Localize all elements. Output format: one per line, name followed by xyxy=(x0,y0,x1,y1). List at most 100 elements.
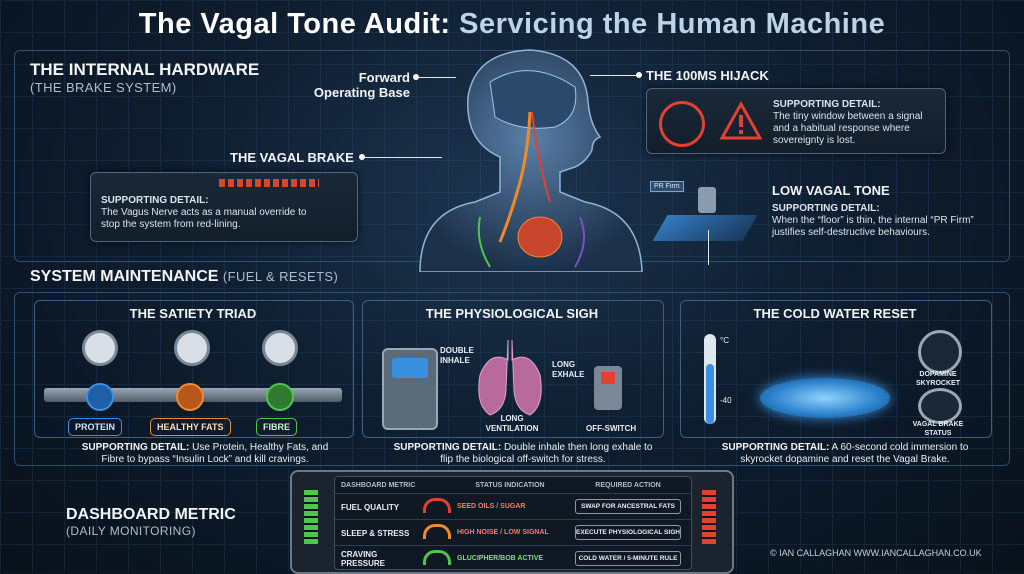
satiety-card xyxy=(34,300,354,438)
double-inhale-label: DOUBLE INHALE xyxy=(440,346,474,365)
callout-hijack: THE 100MS HIJACK xyxy=(646,68,769,83)
device-screen xyxy=(392,358,428,378)
row-action-button[interactable]: SWAP FOR ANCESTRAL FATS xyxy=(575,499,681,514)
row-action-button[interactable]: COLD WATER / 5-MINUTE RULE xyxy=(575,551,681,566)
page-title: The Vagal Tone Audit: Servicing the Huma… xyxy=(0,8,1024,41)
satiety-detail-text: Use Protein, Healthy Fats, and Fibre to … xyxy=(101,442,329,465)
heart-shape xyxy=(517,216,563,258)
brake-status-label: VAGAL BRAKE STATUS xyxy=(912,421,964,437)
redline-gauge xyxy=(219,179,319,187)
healthy-fats-badge: HEALTHY FATS xyxy=(150,418,231,436)
cold-detail: SUPPORTING DETAIL: A 60-second cold imme… xyxy=(705,442,985,466)
hijack-panel: SUPPORTING DETAIL: The tiny window betwe… xyxy=(646,88,946,154)
brake-gauge-icon xyxy=(918,388,962,424)
brain-shape xyxy=(489,70,577,129)
dopamine-label: DOPAMINE SKYROCKET xyxy=(916,371,960,387)
thermometer-fill xyxy=(706,364,714,424)
right-level-meter xyxy=(702,490,716,544)
robot-icon xyxy=(698,187,716,213)
maintenance-frame xyxy=(14,292,1010,466)
credit-text: © IAN CALLAGHAN WWW.IANCALLAGHAN.CO.UK xyxy=(770,548,982,558)
lungs-icon xyxy=(478,339,542,416)
table-row: SLEEP & STRESS HIGH NOISE / LOW SIGNAL E… xyxy=(335,519,691,546)
satiety-detail-label: SUPPORTING DETAIL: xyxy=(81,442,190,453)
dashboard-subheading: (DAILY MONITORING) xyxy=(66,524,196,538)
flame-icon xyxy=(176,383,204,411)
callout-forward: Forward xyxy=(358,70,410,85)
connector-line xyxy=(416,77,456,78)
connector-line xyxy=(362,157,442,158)
hijack-detail-label: SUPPORTING DETAIL: xyxy=(773,99,881,110)
hardware-heading: THE INTERNAL HARDWARE xyxy=(30,60,260,79)
switch-lever xyxy=(601,372,615,384)
gauge-icon xyxy=(82,330,118,366)
low-tone-detail: SUPPORTING DETAIL: When the “floor” is t… xyxy=(772,203,982,239)
left-level-meter xyxy=(304,490,318,544)
fibre-badge: FIBRE xyxy=(256,418,297,436)
row-metric: CRAVING PRESSURE xyxy=(341,550,386,568)
vagus-branch xyxy=(531,111,551,203)
vagal-brake-panel: SUPPORTING DETAIL: The Vagus Nerve acts … xyxy=(90,172,358,242)
col-header-metric: DASHBOARD METRIC xyxy=(341,482,416,489)
thin-floor-icon xyxy=(652,215,758,241)
protein-icon xyxy=(86,383,114,411)
row-metric: SLEEP & STRESS xyxy=(341,529,410,538)
mini-gauge-icon xyxy=(423,524,451,539)
table-row: FUEL QUALITY SEED OILS / SUGAR SWAP FOR … xyxy=(335,493,691,520)
thermo-c-label: °C xyxy=(720,336,729,345)
maintenance-heading-wrap: SYSTEM MAINTENANCE (FUEL & RESETS) xyxy=(30,268,338,286)
pr-firm-sign: PR Firm xyxy=(650,181,684,192)
row-action-button[interactable]: EXECUTE PHYSIOLOGICAL SIGH xyxy=(575,525,681,540)
low-tone-detail-label: SUPPORTING DETAIL: xyxy=(772,203,880,214)
thermometer-icon xyxy=(704,334,716,424)
organ-line-right xyxy=(574,216,585,268)
cold-detail-text: A 60-second cold immersion to skyrocket … xyxy=(740,442,969,465)
gauge-icon xyxy=(262,330,298,366)
low-tone-detail-text: When the “floor” is thin, the internal “… xyxy=(772,215,974,238)
connector-line xyxy=(590,75,640,76)
off-switch-label: OFF-SWITCH xyxy=(586,424,637,433)
row-status: HIGH NOISE / LOW SIGNAL xyxy=(457,529,549,536)
thermo-40-label: -40 xyxy=(720,396,732,405)
callout-low-vagal-tone: LOW VAGAL TONE xyxy=(772,183,890,198)
long-exhale-label: LONG EXHALE xyxy=(552,360,585,379)
title-accent: Servicing the Human Machine xyxy=(450,8,886,40)
vagal-brake-detail-text: The Vagus Nerve acts as a manual overrid… xyxy=(101,207,307,230)
connector-dot xyxy=(636,72,642,78)
long-ventilation-label: LONG VENTILATION xyxy=(485,414,539,433)
satiety-title: THE SATIETY TRIAD xyxy=(129,306,257,321)
body-silhouette xyxy=(419,49,643,272)
callout-vagal-brake: THE VAGAL BRAKE xyxy=(230,150,354,165)
maintenance-subheading: (FUEL & RESETS) xyxy=(222,269,339,284)
connector-dot xyxy=(413,74,419,80)
callout-operating-base: Operating Base xyxy=(313,85,410,100)
human-machine-figure xyxy=(419,49,643,272)
maintenance-heading: SYSTEM MAINTENANCE xyxy=(30,268,219,285)
sigh-detail-label: SUPPORTING DETAIL: xyxy=(393,442,502,453)
cold-title: THE COLD WATER RESET xyxy=(753,306,917,321)
vagal-brake-detail-label: SUPPORTING DETAIL: xyxy=(101,195,209,206)
table-row: CRAVING PRESSURE GLUCIPHER/BOB ACTIVE CO… xyxy=(335,545,691,572)
sigh-card xyxy=(362,300,664,438)
hardware-subheading: (THE BRAKE SYSTEM) xyxy=(30,80,177,95)
dopamine-gauge-icon xyxy=(918,330,962,374)
row-status: SEED OILS / SUGAR xyxy=(457,503,526,510)
hijack-detail-text: The tiny window between a signal and a h… xyxy=(773,111,923,146)
dashboard-table: DASHBOARD METRIC STATUS INDICATION REQUI… xyxy=(334,476,692,570)
off-switch-icon xyxy=(594,366,622,410)
ice-bath-icon xyxy=(760,378,890,418)
col-header-action: REQUIRED ACTION xyxy=(595,482,661,489)
gauge-icon xyxy=(174,330,210,366)
stopwatch-icon xyxy=(659,101,705,147)
cold-detail-label: SUPPORTING DETAIL: xyxy=(721,442,830,453)
row-status: GLUCIPHER/BOB ACTIVE xyxy=(457,555,544,562)
organ-line xyxy=(477,216,491,268)
sigh-detail-text: Double inhale then long exhale to flip t… xyxy=(440,442,653,465)
device-icon xyxy=(382,348,438,430)
warning-icon xyxy=(719,101,763,140)
cold-card xyxy=(680,300,992,438)
connector-line xyxy=(708,230,709,265)
sigh-title: THE PHYSIOLOGICAL SIGH xyxy=(425,306,599,321)
col-header-status: STATUS INDICATION xyxy=(475,482,545,489)
title-main: The Vagal Tone Audit: xyxy=(138,8,451,40)
